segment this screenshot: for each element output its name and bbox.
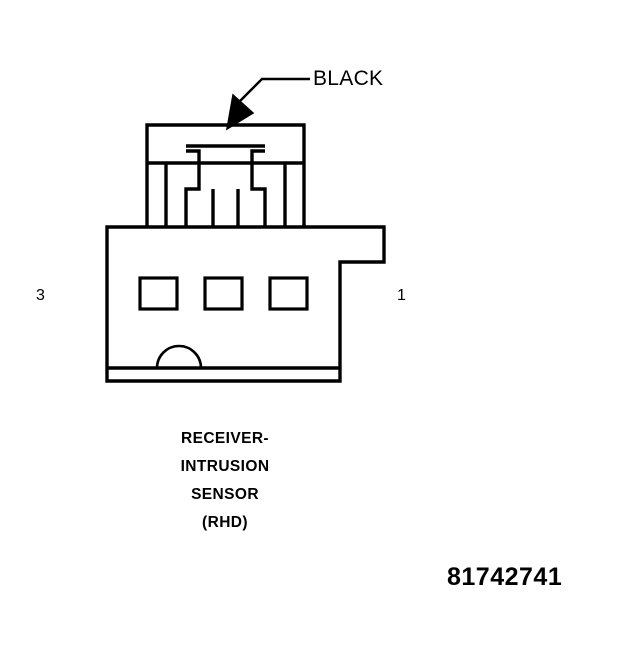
caption-line: SENSOR bbox=[191, 486, 259, 503]
part-number: 81742741 bbox=[447, 563, 563, 591]
wire-color-label: BLACK bbox=[313, 67, 384, 90]
latch-semicircle bbox=[155, 344, 203, 369]
terminal-cavity-2 bbox=[203, 276, 244, 311]
key-block-left-step bbox=[184, 149, 201, 227]
connector-shell-outline bbox=[145, 123, 306, 227]
black-wire-leader bbox=[225, 77, 310, 131]
leader-arrowhead-icon bbox=[225, 93, 255, 131]
terminal-cavity-3 bbox=[268, 276, 309, 311]
terminal-cavity-1 bbox=[138, 276, 179, 311]
pin-number-right: 1 bbox=[397, 287, 406, 304]
caption-line: RECEIVER- bbox=[180, 430, 269, 447]
caption-line: INTRUSION bbox=[180, 458, 270, 475]
connector-caption: RECEIVER- INTRUSION SENSOR (RHD) bbox=[120, 430, 330, 532]
body-outline bbox=[105, 225, 386, 383]
top-connector-detail bbox=[145, 123, 306, 227]
connector-body bbox=[105, 225, 386, 383]
caption-line: (RHD) bbox=[202, 514, 248, 531]
key-block-right-step bbox=[250, 149, 267, 227]
leader-line bbox=[239, 77, 310, 102]
pin-number-left: 3 bbox=[36, 287, 45, 304]
